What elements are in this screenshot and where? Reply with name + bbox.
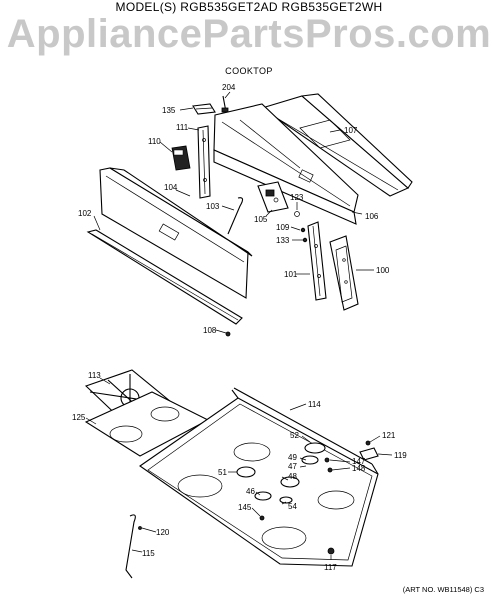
control-panel — [99, 167, 253, 299]
callout-204: 204 — [222, 83, 236, 92]
backsplash-cover — [260, 93, 413, 197]
callout-115: 115 — [142, 549, 155, 558]
main-cooktop — [139, 387, 379, 567]
rod-part — [125, 514, 136, 579]
callout-110: 110 — [148, 137, 161, 146]
callout-52: 52 — [290, 431, 299, 440]
fastener-part — [324, 457, 330, 463]
callout-48: 48 — [288, 472, 297, 481]
callout-113: 113 — [88, 371, 101, 380]
callout-101: 101 — [284, 270, 298, 279]
callout-133: 133 — [276, 236, 290, 245]
burner-heads — [236, 442, 326, 504]
fastener-part — [365, 440, 371, 446]
callout-103: 103 — [206, 202, 220, 211]
callout-120: 120 — [156, 528, 170, 537]
fastener-part — [327, 467, 333, 473]
callout-47: 47 — [288, 462, 297, 471]
screw-part — [294, 211, 300, 217]
leader-lines — [85, 91, 393, 560]
callout-100: 100 — [376, 266, 390, 275]
callout-105: 105 — [254, 215, 268, 224]
bracket-part — [192, 103, 216, 115]
callout-111: 111 — [176, 123, 189, 132]
callout-54: 54 — [288, 502, 297, 511]
callout-107: 107 — [344, 126, 358, 135]
callout-106: 106 — [365, 212, 379, 221]
side-bracket — [307, 221, 327, 301]
end-cap — [329, 235, 359, 311]
backguard-panel — [213, 103, 359, 225]
rod-part — [227, 197, 244, 235]
clip-part — [221, 95, 229, 113]
screw-part — [225, 331, 231, 337]
clock-part — [257, 181, 289, 213]
fastener-part — [259, 515, 265, 521]
end-bracket — [197, 125, 211, 199]
callout-114: 114 — [308, 400, 321, 409]
fastener-part — [300, 227, 306, 233]
callout-108: 108 — [203, 326, 217, 335]
callout-46: 46 — [246, 487, 255, 496]
callout-135: 135 — [162, 106, 176, 115]
callout-49: 49 — [288, 453, 297, 462]
callout-148: 148 — [352, 464, 366, 473]
grommet-part — [327, 547, 335, 555]
bracket-part — [359, 447, 379, 461]
callout-147: 147 — [352, 457, 366, 466]
art-number: (ART NO. WB11548) C3 — [402, 585, 484, 594]
callout-121: 121 — [382, 431, 396, 440]
section-title: COOKTOP — [225, 66, 273, 76]
fastener-part — [138, 526, 142, 530]
fastener-part — [302, 237, 308, 243]
callout-51: 51 — [218, 468, 227, 477]
callout-104: 104 — [164, 183, 178, 192]
callout-119: 119 — [394, 451, 407, 460]
callout-123: 123 — [290, 193, 304, 202]
switch-part — [171, 145, 191, 171]
model-numbers-title: MODEL(S) RGB535GET2AD RGB535GET2WH — [115, 0, 383, 14]
trim-strip — [86, 229, 243, 325]
callout-145: 145 — [238, 503, 252, 512]
callout-125: 125 — [72, 413, 86, 422]
callout-109: 109 — [276, 223, 290, 232]
watermark: AppliancePartsPros.com — [6, 12, 492, 56]
callout-102: 102 — [78, 209, 92, 218]
callout-117: 117 — [324, 563, 337, 572]
